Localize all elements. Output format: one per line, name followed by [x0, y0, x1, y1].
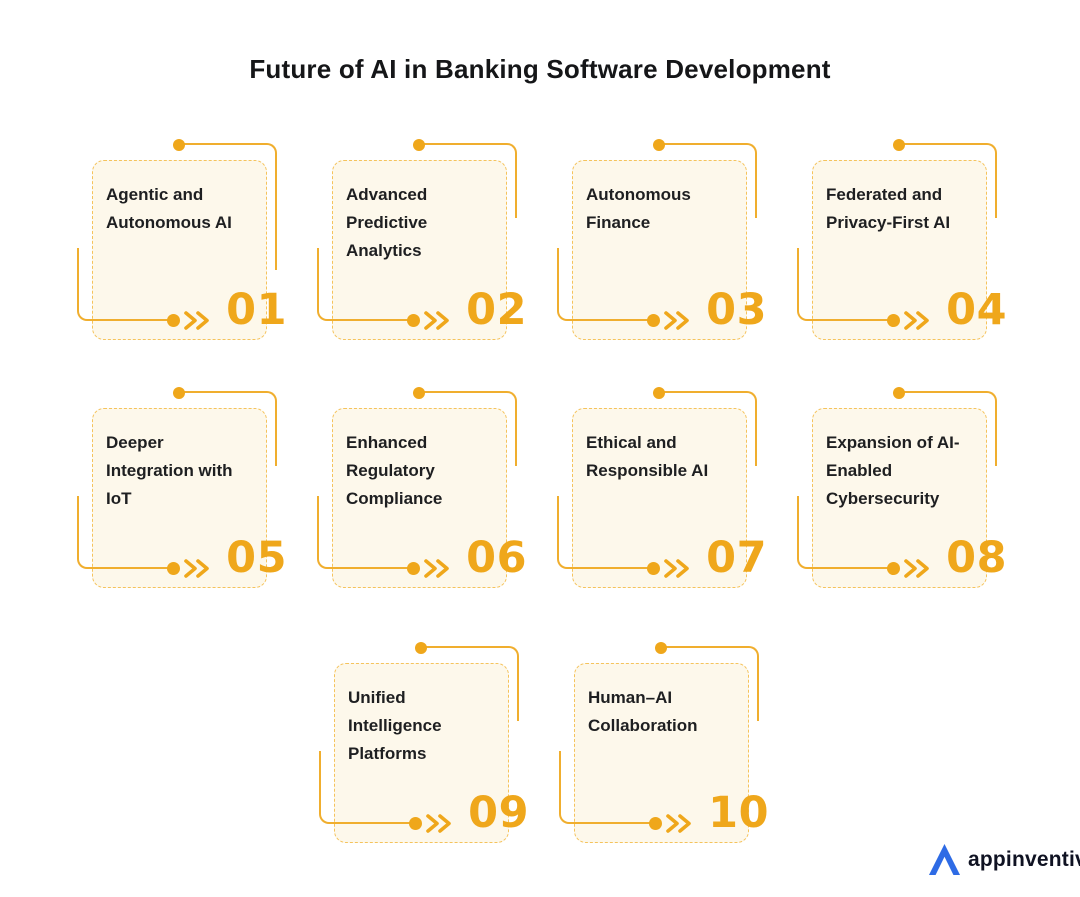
- double-chevron-right-icon: [184, 311, 209, 330]
- bottom-connector-dot: [649, 817, 662, 830]
- card-label: Agentic and Autonomous AI: [106, 185, 232, 232]
- feature-card: Advanced Predictive Analytics 02: [317, 118, 557, 348]
- top-connector-dot: [415, 642, 427, 654]
- top-connector-dot: [413, 387, 425, 399]
- bottom-connector-line: [77, 496, 173, 569]
- bottom-connector-dot: [409, 817, 422, 830]
- card-label: Autonomous Finance: [586, 185, 691, 232]
- top-connector-line: [419, 143, 517, 218]
- card-box: Ethical and Responsible AI: [572, 408, 747, 588]
- bottom-connector-line: [317, 248, 413, 321]
- feature-card: Agentic and Autonomous AI 01: [77, 118, 317, 348]
- double-chevron-right-icon: [664, 559, 689, 578]
- card-label: Ethical and Responsible AI: [586, 433, 709, 480]
- card-box: Expansion of AI-Enabled Cybersecurity: [812, 408, 987, 588]
- card-number: 04: [946, 285, 1007, 335]
- card-number: 02: [466, 285, 527, 335]
- top-connector-dot: [413, 139, 425, 151]
- top-connector-line: [419, 391, 517, 466]
- top-connector-line: [421, 646, 519, 721]
- bottom-connector-line: [559, 751, 655, 824]
- appinventiv-logo-text: appinventiv: [968, 847, 1080, 871]
- top-connector-line: [899, 143, 997, 218]
- card-box: Federated and Privacy-First AI: [812, 160, 987, 340]
- card-box: Advanced Predictive Analytics: [332, 160, 507, 340]
- double-chevron-right-icon: [424, 311, 449, 330]
- card-number: 08: [946, 533, 1007, 583]
- feature-card: Enhanced Regulatory Compliance 06: [317, 366, 557, 596]
- appinventiv-logo-icon: [928, 843, 961, 876]
- top-connector-dot: [893, 139, 905, 151]
- top-connector-line: [661, 646, 759, 721]
- card-box: Unified Intelligence Platforms: [334, 663, 509, 843]
- card-box: Enhanced Regulatory Compliance: [332, 408, 507, 588]
- top-connector-dot: [173, 139, 185, 151]
- bottom-connector-dot: [887, 314, 900, 327]
- card-label: Human–AI Collaboration: [588, 688, 698, 735]
- page-title: Future of AI in Banking Software Develop…: [249, 54, 831, 84]
- bottom-connector-line: [797, 496, 893, 569]
- bottom-connector-line: [797, 248, 893, 321]
- card-box: Human–AI Collaboration: [574, 663, 749, 843]
- top-connector-line: [179, 391, 277, 466]
- double-chevron-right-icon: [426, 814, 451, 833]
- cards-row-2: Deeper Integration with IoT 05 Enhanced Re…: [77, 366, 1037, 596]
- card-label: Deeper Integration with IoT: [106, 433, 233, 508]
- top-connector-line: [899, 391, 997, 466]
- top-connector-line: [179, 143, 277, 270]
- double-chevron-right-icon: [184, 559, 209, 578]
- top-connector-line: [659, 391, 757, 466]
- double-chevron-right-icon: [666, 814, 691, 833]
- card-number: 03: [706, 285, 767, 335]
- double-chevron-right-icon: [424, 559, 449, 578]
- bottom-connector-line: [557, 248, 653, 321]
- bottom-connector-dot: [167, 562, 180, 575]
- card-number: 05: [226, 533, 287, 583]
- bottom-connector-line: [319, 751, 415, 824]
- double-chevron-right-icon: [904, 311, 929, 330]
- top-connector-dot: [173, 387, 185, 399]
- bottom-connector-dot: [647, 562, 660, 575]
- card-number: 06: [466, 533, 527, 583]
- bottom-connector-dot: [887, 562, 900, 575]
- appinventiv-logo: appinventiv: [928, 842, 1080, 877]
- card-label: Enhanced Regulatory Compliance: [346, 433, 443, 508]
- feature-card: Autonomous Finance 03: [557, 118, 797, 348]
- card-box: Autonomous Finance: [572, 160, 747, 340]
- card-number: 09: [468, 788, 529, 838]
- bottom-connector-dot: [167, 314, 180, 327]
- bottom-connector-dot: [407, 314, 420, 327]
- bottom-connector-dot: [407, 562, 420, 575]
- card-label: Advanced Predictive Analytics: [346, 185, 428, 260]
- top-connector-dot: [655, 642, 667, 654]
- card-box: Agentic and Autonomous AI: [92, 160, 267, 340]
- feature-card: Deeper Integration with IoT 05: [77, 366, 317, 596]
- bottom-connector-dot: [647, 314, 660, 327]
- double-chevron-right-icon: [664, 311, 689, 330]
- card-label: Expansion of AI-Enabled Cybersecurity: [826, 433, 960, 508]
- top-connector-dot: [893, 387, 905, 399]
- card-label: Federated and Privacy-First AI: [826, 185, 951, 232]
- bottom-connector-line: [317, 496, 413, 569]
- feature-card: Ethical and Responsible AI 07: [557, 366, 797, 596]
- card-number: 07: [706, 533, 767, 583]
- top-connector-dot: [653, 139, 665, 151]
- top-connector-line: [659, 143, 757, 218]
- double-chevron-right-icon: [904, 559, 929, 578]
- feature-card: Federated and Privacy-First AI 04: [797, 118, 1037, 348]
- card-box: Deeper Integration with IoT: [92, 408, 267, 588]
- card-number: 10: [708, 788, 769, 838]
- bottom-connector-line: [557, 496, 653, 569]
- bottom-connector-line: [77, 248, 173, 321]
- top-connector-dot: [653, 387, 665, 399]
- feature-card: Human–AI Collaboration 10: [559, 621, 799, 851]
- cards-row-1: Agentic and Autonomous AI 01 Advanced Pred…: [77, 118, 1037, 348]
- card-number: 01: [226, 285, 287, 335]
- feature-card: Expansion of AI-Enabled Cybersecurity 08: [797, 366, 1037, 596]
